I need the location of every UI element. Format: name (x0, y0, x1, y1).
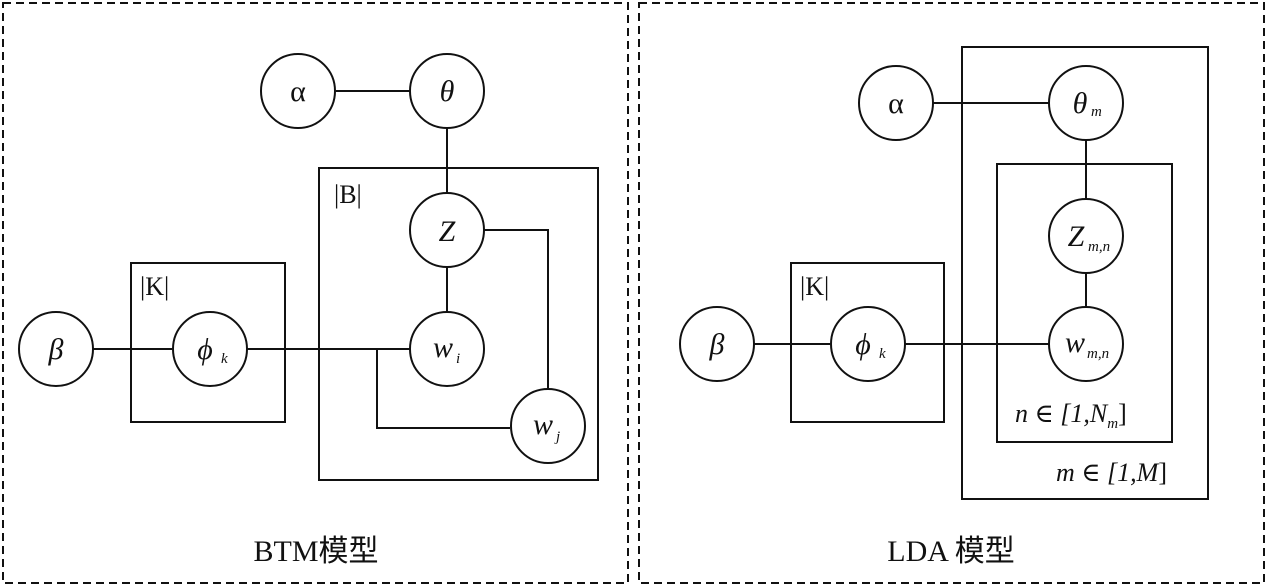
btm-node-wi: w i (409, 311, 485, 387)
lda-node-theta: θ m (1048, 65, 1124, 141)
lda-plate-n (996, 163, 1173, 443)
edge-phi-wj (376, 349, 510, 429)
lda-plate-k (790, 262, 945, 423)
lda-node-beta: β (679, 306, 755, 382)
lda-plate-m (961, 46, 1209, 500)
btm-panel: |K| |B| α θ Z β ϕ k w i (2, 2, 629, 584)
svg-text:ϕ: ϕ (855, 328, 871, 361)
svg-text:j: j (554, 429, 560, 445)
btm-panel-border (2, 2, 629, 584)
svg-text:β: β (48, 333, 64, 366)
svg-text:ϕ: ϕ (197, 333, 213, 366)
lda-node-alpha: α (858, 65, 934, 141)
btm-plate-b-label: |B| (334, 180, 362, 209)
lda-plate-m-label: m ∈ [1,M] (1056, 458, 1167, 487)
btm-node-alpha: α (260, 53, 336, 129)
svg-text:m: m (1091, 104, 1102, 120)
svg-text:β: β (709, 328, 725, 361)
svg-text:θ: θ (440, 75, 455, 108)
lda-panel-border (638, 2, 1265, 584)
svg-text:m,n: m,n (1088, 239, 1110, 255)
svg-text:w: w (1065, 326, 1085, 359)
svg-text:w: w (533, 408, 553, 441)
btm-edges (93, 90, 549, 429)
svg-text:θ: θ (1073, 87, 1088, 120)
svg-text:Z: Z (1068, 220, 1085, 253)
btm-caption: BTM模型 (253, 535, 378, 568)
svg-text:α: α (888, 87, 904, 120)
lda-node-z: Z m,n (1048, 198, 1124, 274)
lda-plate-n-label: n ∈ [1,Nm] (1015, 399, 1127, 432)
lda-plate-k-label: |K| (800, 272, 829, 301)
btm-node-wj: w j (510, 388, 586, 464)
btm-node-theta: θ (409, 53, 485, 129)
svg-text:Z: Z (439, 215, 456, 248)
lda-caption: LDA 模型 (887, 535, 1015, 568)
svg-text:k: k (879, 346, 886, 362)
svg-text:w: w (433, 331, 453, 364)
btm-plate-k (130, 262, 286, 423)
svg-text:i: i (456, 351, 460, 367)
svg-text:α: α (290, 75, 306, 108)
btm-plate-k-label: |K| (140, 272, 169, 301)
btm-node-phi: ϕ k (172, 311, 248, 387)
lda-panel: |K| n ∈ [1,Nm] m ∈ [1,M] α θ m Z m,n β (638, 2, 1265, 584)
lda-edges (754, 102, 1087, 345)
svg-text:k: k (221, 351, 228, 367)
btm-plate-b (318, 167, 599, 481)
btm-node-z: Z (409, 192, 485, 268)
btm-node-beta: β (18, 311, 94, 387)
svg-text:m,n: m,n (1087, 346, 1109, 362)
lda-node-w: w m,n (1048, 306, 1124, 382)
lda-node-phi: ϕ k (830, 306, 906, 382)
edge-z-wj (484, 229, 549, 388)
